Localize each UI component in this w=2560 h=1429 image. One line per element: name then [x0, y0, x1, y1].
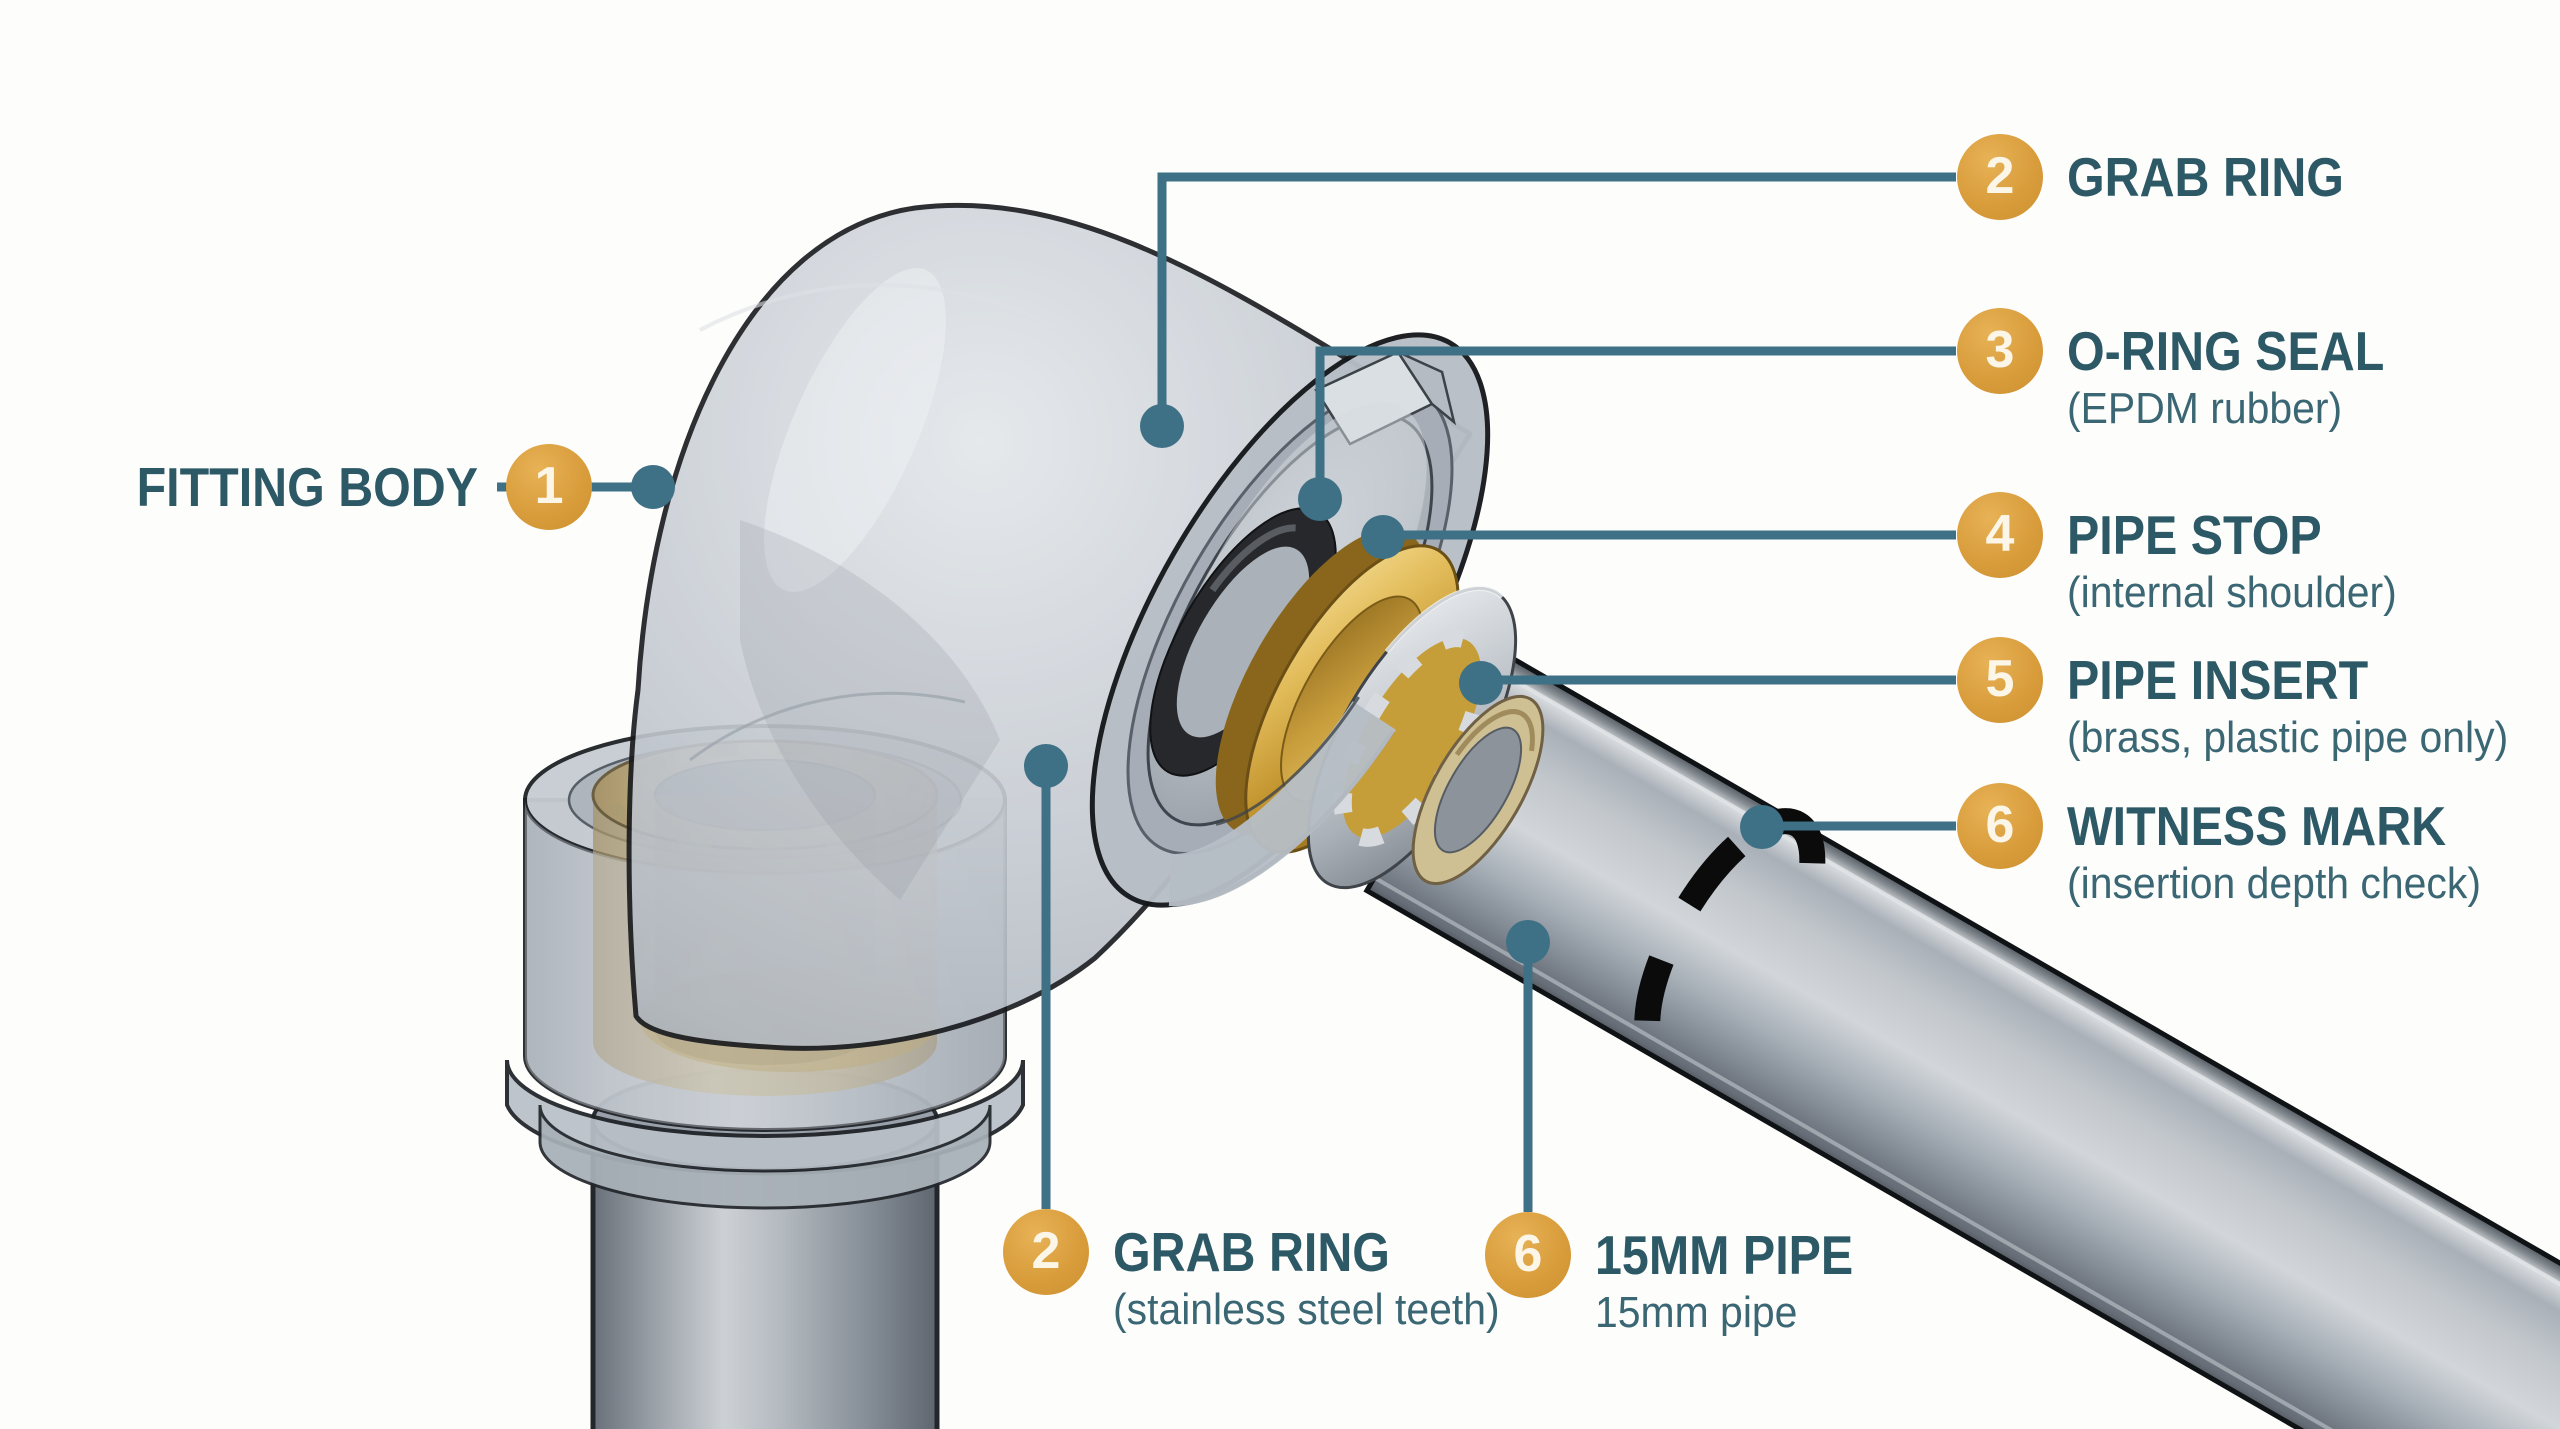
callout-title: GRAB RING	[1113, 1221, 1390, 1283]
number-badge: 2	[1957, 134, 2043, 220]
callout-title: FITTING BODY	[136, 456, 479, 518]
callout-grab-ring-top: 2 GRAB RING	[1957, 134, 2382, 220]
dot-grab-ring-bottom	[1024, 744, 1068, 788]
pipe-insert-mouth-shape	[1411, 694, 1545, 886]
number-badge: 3	[1957, 308, 2043, 394]
callout-subtitle: 15mm pipe	[1595, 1288, 1798, 1337]
leader-dots	[631, 404, 1784, 964]
number-badge: 6	[1485, 1212, 1571, 1298]
number-badge: 4	[1957, 492, 2043, 578]
callout-subtitle: (brass, plastic pipe only)	[2067, 713, 2509, 762]
number-badge: 6	[1957, 783, 2043, 869]
callout-pipe-insert: 5 PIPE INSERT(brass, plastic pipe only)	[1957, 637, 2541, 763]
callout-subtitle: (insertion depth check)	[2067, 859, 2481, 908]
number-badge: 2	[1003, 1209, 1089, 1295]
callout-title: GRAB RING	[2067, 146, 2344, 208]
callout-fitting-body: FITTING BODY 1	[90, 444, 593, 530]
dot-witness-mark	[1740, 805, 1784, 849]
fitting-body-shape	[626, 202, 1473, 1072]
dot-pipe-stop	[1361, 515, 1405, 559]
dot-o-ring	[1298, 477, 1342, 521]
callout-witness-mark: 6 WITNESS MARK(insertion depth check)	[1957, 783, 2512, 909]
dot-grab-ring-top	[1140, 404, 1184, 448]
dot-fitting-body	[631, 465, 675, 509]
leader-grab-ring-top	[1157, 172, 1956, 420]
callout-subtitle: (internal shoulder)	[2067, 568, 2397, 617]
dot-pipe-15mm	[1506, 920, 1550, 964]
callout-title: PIPE INSERT	[2067, 649, 2369, 711]
callout-title: WITNESS MARK	[2067, 795, 2447, 857]
callout-subtitle: (stainless steel teeth)	[1113, 1285, 1500, 1334]
callout-pipe-stop: 4 PIPE STOP(internal shoulder)	[1957, 492, 2422, 618]
number-badge: 5	[1957, 637, 2043, 723]
callout-subtitle: (EPDM rubber)	[2067, 384, 2343, 433]
callout-o-ring-seal: 3 O-RING SEAL(EPDM rubber)	[1957, 308, 2428, 434]
callout-grab-ring-bottom: 2 GRAB RING(stainless steel teeth)	[1003, 1209, 1529, 1335]
leader-o-ring	[1315, 346, 1956, 493]
dot-pipe-insert	[1459, 661, 1503, 705]
number-badge: 1	[506, 444, 593, 530]
callout-title: PIPE STOP	[2067, 504, 2322, 566]
callout-title: 15MM PIPE	[1595, 1224, 1854, 1286]
callout-title: O-RING SEAL	[2067, 320, 2385, 382]
